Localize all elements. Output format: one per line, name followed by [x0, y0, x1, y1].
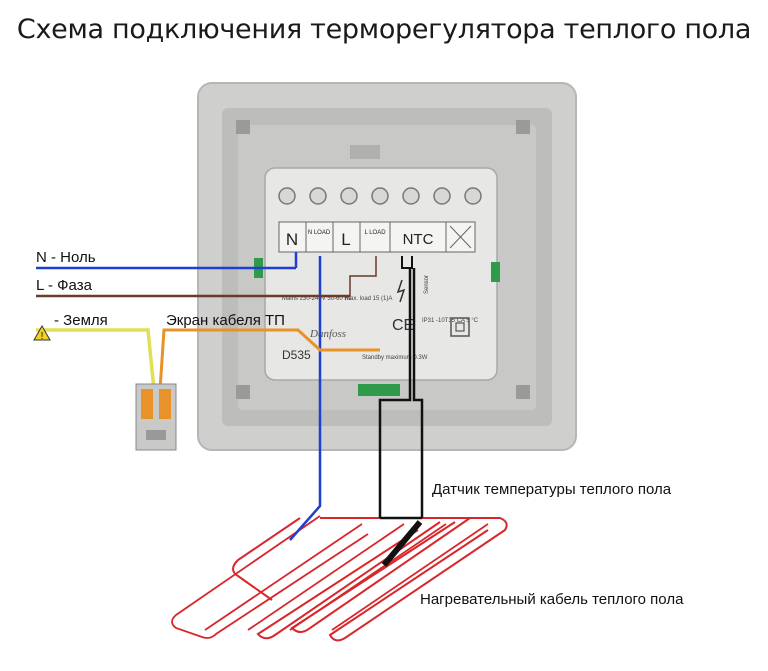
sensor-callout: Датчик температуры теплого пола [432, 481, 672, 498]
temperature-probe [381, 520, 423, 567]
ground-wire [36, 328, 156, 391]
rating-right: Max. load 15 (1)A [345, 296, 392, 302]
terminal-ntc-label: NTC [403, 231, 434, 248]
phase-wire [36, 256, 377, 298]
double-insulation-icon [450, 317, 470, 337]
brand-logo: Danfoss [309, 328, 346, 340]
ground-warning-icon: ! [33, 324, 51, 342]
terminal-l-load-label: L LOAD [364, 230, 386, 236]
standby-label: Standby maximum 0.3W [362, 355, 428, 361]
screw-hole-icon [236, 120, 250, 134]
screw-hole-icon [516, 385, 530, 399]
terminal-n-label: N [286, 230, 298, 249]
sensor-tag: Sensor [424, 275, 430, 294]
terminal-n-load-label: N LOAD [308, 230, 331, 236]
page-title: Схема подключения терморегулятора теплог… [16, 14, 752, 45]
shield-wire [158, 328, 380, 391]
wago-connector [135, 383, 177, 451]
clip-tab-bottom [358, 384, 400, 396]
shield-label: Экран кабеля ТП [166, 312, 285, 329]
neutral-label: N - Ноль [36, 249, 96, 266]
sensor-wires [378, 256, 424, 567]
heating-cable [171, 515, 508, 642]
lightning-icon [396, 279, 406, 303]
ground-label: - Земля [54, 312, 108, 329]
clip-tab-right [491, 262, 500, 282]
svg-text:!: ! [41, 331, 44, 342]
phase-label: L - Фаза [36, 277, 93, 294]
neutral-wire [36, 252, 322, 541]
screw-hole-icon [236, 385, 250, 399]
screw-terminals [278, 187, 482, 205]
heating-cable-callout: Нагревательный кабель теплого пола [420, 591, 684, 608]
rating-left: Mains 230-240V 50-60 Hz [282, 296, 352, 302]
ce-mark: CE [392, 317, 414, 334]
thermostat-body: N N LOAD L L LOAD NTC Mains 230-240V 50-… [254, 167, 500, 396]
terminal-l-label: L [341, 230, 350, 249]
screw-hole-icon [516, 120, 530, 134]
model-label: D535 [282, 348, 311, 362]
